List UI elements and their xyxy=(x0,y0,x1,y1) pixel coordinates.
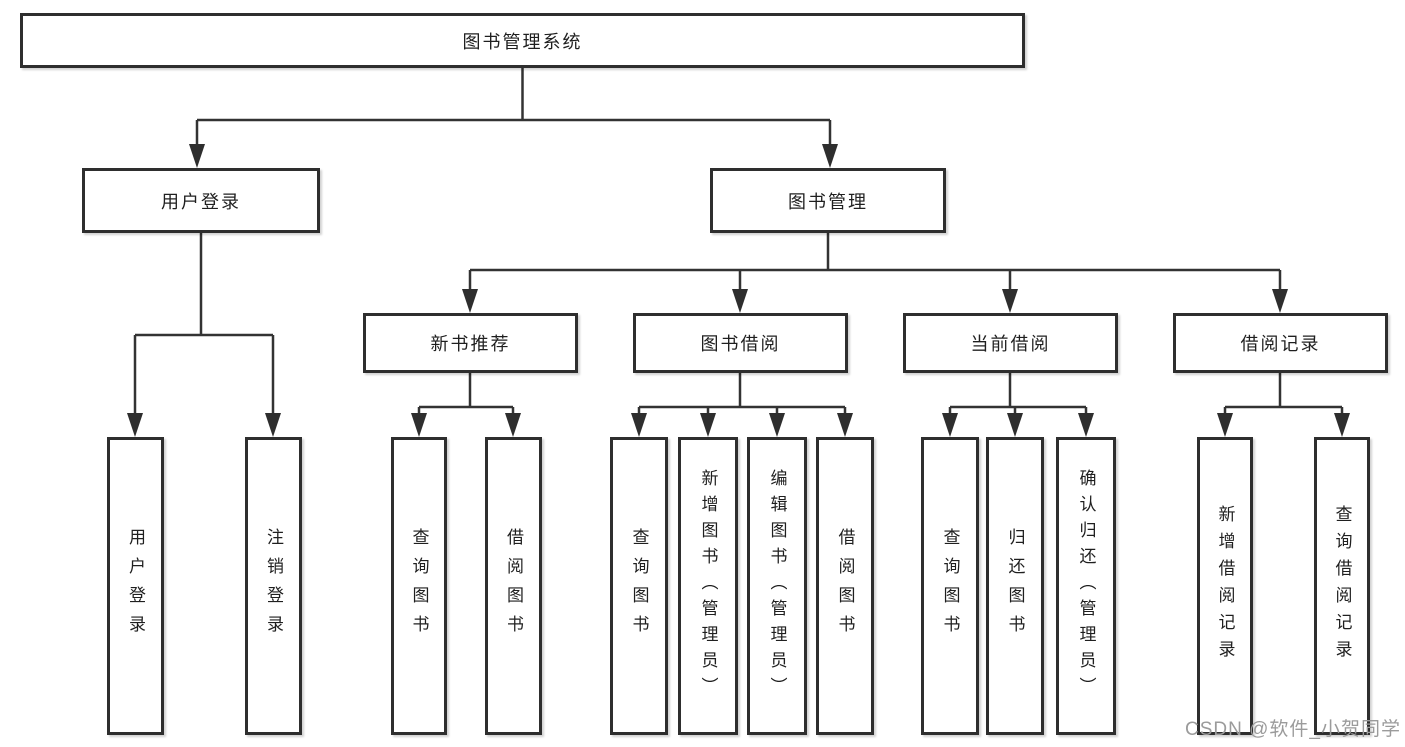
node-new-book-recommend: 新书推荐 xyxy=(363,313,578,373)
leaf-query-book-recommend: 查询图书 xyxy=(391,437,447,735)
leaf-borrow-book: 借阅图书 xyxy=(816,437,874,735)
leaf-add-book-admin: 新增图书（管理员） xyxy=(678,437,738,735)
leaf-borrow-book-recommend: 借阅图书 xyxy=(485,437,542,735)
node-book-management: 图书管理 xyxy=(710,168,946,233)
leaf-query-borrow-record: 查询借阅记录 xyxy=(1314,437,1370,735)
leaf-user-login: 用户登录 xyxy=(107,437,164,735)
node-user-login: 用户登录 xyxy=(82,168,320,233)
leaf-query-book-current: 查询图书 xyxy=(921,437,979,735)
leaf-logout: 注销登录 xyxy=(245,437,302,735)
node-borrow-records: 借阅记录 xyxy=(1173,313,1388,373)
leaf-edit-book-admin: 编辑图书（管理员） xyxy=(747,437,807,735)
leaf-confirm-return-admin: 确认归还（管理员） xyxy=(1056,437,1116,735)
leaf-add-borrow-record: 新增借阅记录 xyxy=(1197,437,1253,735)
node-system-root: 图书管理系统 xyxy=(20,13,1025,68)
leaf-query-book-borrow: 查询图书 xyxy=(610,437,668,735)
csdn-watermark: CSDN @软件_小贺同学 xyxy=(1185,719,1401,740)
leaf-return-book: 归还图书 xyxy=(986,437,1044,735)
node-current-borrow: 当前借阅 xyxy=(903,313,1118,373)
node-book-borrow: 图书借阅 xyxy=(633,313,848,373)
